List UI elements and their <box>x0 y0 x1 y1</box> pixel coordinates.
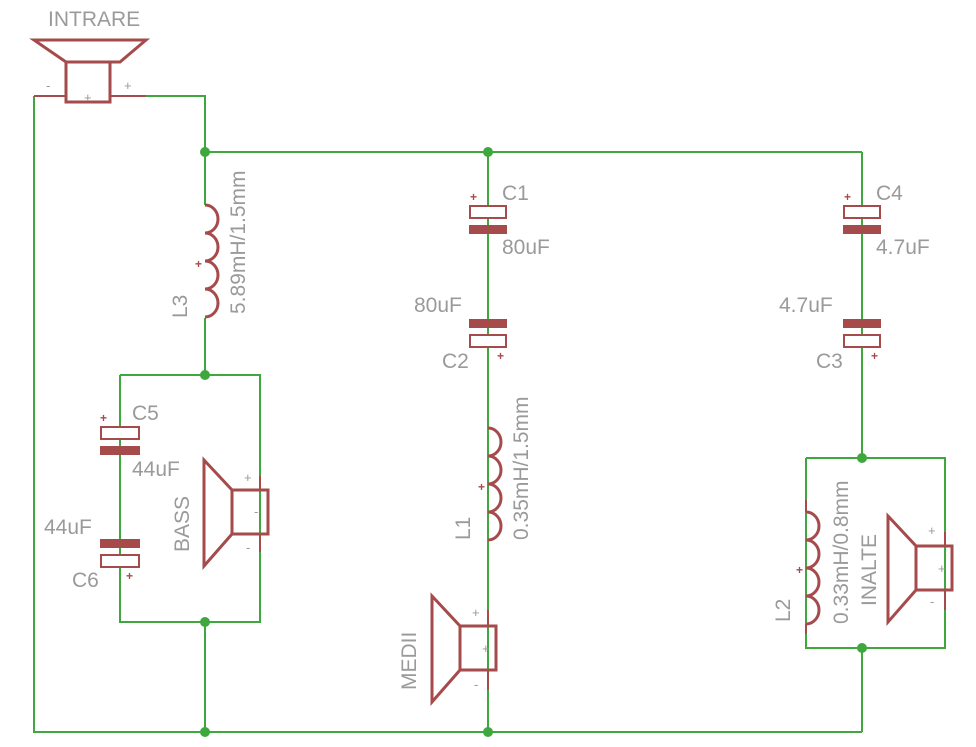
inductor-l3-name: L3 <box>169 295 192 318</box>
capacitor-c2: + 80uF C2 <box>414 294 507 373</box>
capacitor-c4-plate-positive <box>843 205 881 219</box>
speaker-input-cone-icon <box>29 38 151 64</box>
inductor-l3-value: 5.89mH/1.5mm <box>227 170 250 314</box>
wire-high-box <box>805 457 946 649</box>
speaker-mid-center: + <box>482 641 490 656</box>
inductor-l2-polarity: + <box>796 563 803 577</box>
speaker-high-magnet-icon <box>914 544 954 592</box>
capacitor-c3-value: 4.7uF <box>779 294 833 317</box>
capacitor-c1-name: C1 <box>502 182 529 205</box>
speaker-high-center: + <box>938 561 946 576</box>
speaker-mid: + - + MEDII <box>398 592 498 706</box>
speaker-high-cone-icon <box>886 512 918 626</box>
capacitor-c2-polarity: + <box>497 349 504 363</box>
speaker-bass-cone-icon <box>202 456 234 570</box>
capacitor-c2-name: C2 <box>442 350 469 373</box>
speaker-bass-label: BASS <box>171 496 194 552</box>
wires <box>33 95 946 733</box>
speaker-bass-center: - <box>254 504 258 519</box>
junction-dot <box>200 617 210 627</box>
speaker-input-label: INTRARE <box>48 8 140 31</box>
capacitor-c5-value: 44uF <box>132 458 180 481</box>
speaker-input: INTRARE - + + <box>29 8 151 105</box>
junction-dot <box>483 727 493 737</box>
inductor-l2-value: 0.33mH/0.8mm <box>830 480 853 624</box>
capacitor-c5: + C5 44uF <box>100 402 180 481</box>
inductor-l3: + L3 5.89mH/1.5mm <box>169 170 250 319</box>
wire-input-plus <box>118 95 206 152</box>
inductor-l2: + L2 0.33mH/0.8mm <box>772 480 853 634</box>
capacitor-c6-plate-negative <box>100 539 140 548</box>
capacitor-c6: + 44uF C6 <box>44 516 140 592</box>
capacitor-c4-polarity: + <box>844 190 851 204</box>
speaker-mid-magnet-icon <box>458 624 498 672</box>
capacitor-c4-value: 4.7uF <box>876 236 930 259</box>
inductor-l1-value: 0.35mH/1.5mm <box>510 396 533 540</box>
inductor-l3-polarity: + <box>195 257 202 271</box>
speaker-input-minus: - <box>46 78 50 93</box>
capacitor-c5-plate-negative <box>100 446 140 455</box>
inductor-l1-name: L1 <box>452 517 475 540</box>
capacitor-c4-plate-negative <box>843 225 881 234</box>
capacitor-c3: + 4.7uF C3 <box>779 294 881 373</box>
speaker-high-label: INALTE <box>858 534 881 606</box>
capacitor-c3-plate-positive <box>843 334 881 348</box>
speaker-bass: + - - BASS <box>171 456 270 570</box>
capacitor-c1-value: 80uF <box>502 236 550 259</box>
capacitor-c6-polarity: + <box>126 569 133 583</box>
capacitor-c6-plate-positive <box>100 554 140 568</box>
capacitor-c3-polarity: + <box>871 349 878 363</box>
speaker-bass-magnet-icon <box>230 488 270 536</box>
inductor-l3-coil-icon <box>204 203 220 319</box>
capacitor-c1-plate-negative <box>469 225 507 234</box>
capacitor-c3-name: C3 <box>816 350 843 373</box>
speaker-bass-minus: - <box>246 540 250 555</box>
capacitor-c6-value: 44uF <box>44 516 92 539</box>
capacitor-c2-plate-positive <box>469 334 507 348</box>
capacitor-c2-value: 80uF <box>414 294 462 317</box>
speaker-high-minus: - <box>930 594 934 609</box>
speaker-mid-plus: + <box>472 605 480 620</box>
junction-dot <box>483 147 493 157</box>
junction-dot <box>200 370 210 380</box>
speaker-input-plus: + <box>124 78 132 93</box>
speaker-input-magnet-icon <box>64 60 112 104</box>
junction-dot <box>857 453 867 463</box>
wire-input-minus-to-ground <box>33 96 205 733</box>
speaker-high: + - + INALTE <box>858 512 954 626</box>
speaker-input-center: + <box>84 90 92 105</box>
capacitor-c4: + C4 4.7uF <box>843 182 930 259</box>
speaker-mid-cone-icon <box>430 592 462 706</box>
junction-dot <box>857 643 867 653</box>
speaker-mid-label: MEDII <box>398 632 421 690</box>
capacitor-c1: + C1 80uF <box>469 182 550 259</box>
inductor-l1-coil-icon <box>487 426 503 542</box>
junction-dot <box>200 147 210 157</box>
capacitor-c6-name: C6 <box>72 569 99 592</box>
inductor-l1-polarity: + <box>478 480 485 494</box>
inductor-l1: + L1 0.35mH/1.5mm <box>452 396 533 542</box>
junctions <box>200 147 867 737</box>
speaker-mid-minus: - <box>474 677 478 692</box>
speaker-bass-plus: + <box>244 470 252 485</box>
capacitor-c4-name: C4 <box>876 182 903 205</box>
speaker-high-plus: + <box>928 523 936 538</box>
junction-dot <box>200 727 210 737</box>
capacitor-c2-plate-negative <box>469 319 507 328</box>
inductor-l2-coil-icon <box>805 510 821 626</box>
capacitor-c5-name: C5 <box>132 402 159 425</box>
inductor-l2-name: L2 <box>772 599 795 622</box>
capacitor-c3-plate-negative <box>843 319 881 328</box>
capacitor-c5-plate-positive <box>100 426 140 440</box>
capacitor-c1-plate-positive <box>469 205 507 219</box>
capacitor-c1-polarity: + <box>470 190 477 204</box>
capacitor-c5-polarity: + <box>100 411 107 425</box>
